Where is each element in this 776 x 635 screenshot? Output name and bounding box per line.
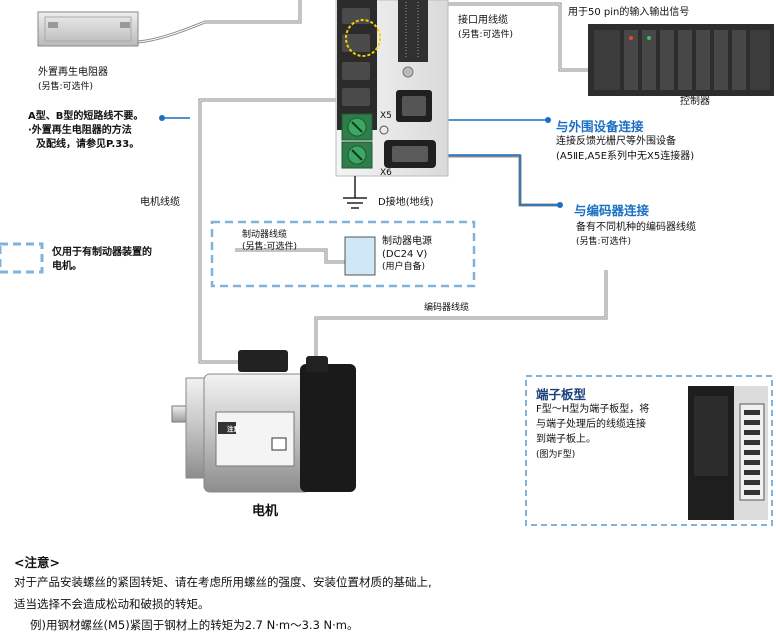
servo-driver-image [335, 0, 449, 177]
brake-only-2: 电机。 [52, 261, 82, 272]
ab-note-3: 及配线，请参见P.33。 [36, 139, 140, 150]
leader-lines [162, 117, 560, 206]
regen-resistor-sub: (另售:可选件) [38, 82, 94, 92]
terminal-desc-1: F型～H型为端子板型，将 [536, 404, 650, 415]
brake-only-1: 仅用于有制动器装置的 [52, 247, 152, 258]
controller-label: 控制器 [680, 96, 710, 107]
encoder-cable [314, 270, 608, 362]
brake-cable-sub: (另售:可选件) [242, 242, 298, 252]
terminal-title: 端子板型 [536, 387, 587, 402]
interface-cable-label: 接口用线缆 [458, 15, 508, 26]
motor-cable-label: 电机线缆 [140, 197, 180, 208]
brake-dashed-box [210, 220, 476, 288]
brake-only-legend-box [0, 242, 44, 274]
brake-power-box [344, 236, 376, 276]
terminal-desc-2: 与端子处理后的线缆连接 [536, 419, 646, 430]
ab-note-1: A型、B型的短路线不要。 [28, 111, 144, 122]
encoder-cable-label: 编码器线缆 [424, 303, 470, 313]
motor-label: 电机 [252, 504, 279, 519]
ab-note-2: ·外置再生电阻器的方法 [28, 125, 132, 136]
regen-cable [137, 0, 302, 44]
ground-symbol [343, 176, 367, 209]
encoder-title: 与编码器连接 [574, 203, 650, 218]
terminal-desc-4: (图为F型) [536, 450, 576, 460]
terminal-desc-3: 到端子板上。 [536, 434, 596, 445]
regen-resistor-label: 外置再生电阻器 [38, 67, 108, 78]
interface-cable-sub: (另售:可选件) [458, 30, 514, 40]
controller-image [588, 24, 774, 96]
x5-label: X5 [380, 111, 392, 121]
encoder-desc-2: (另售:可选件) [576, 237, 632, 247]
terminal-board-image [688, 386, 768, 520]
peripheral-desc-1: 连接反馈光栅尺等外围设备 [556, 136, 676, 147]
x6-label: X6 [380, 168, 392, 178]
brake-cable-label: 制动器线缆 [242, 230, 288, 240]
ground-label: D接地(地线) [378, 197, 434, 208]
notes-line-1: 对于产品安装螺丝的紧固转矩、请在考虑所用螺丝的强度、安装位置材质的基础上, [14, 575, 432, 589]
motor-image [171, 350, 356, 493]
notes-line-2: 适当选择不会造成松动和破损的转矩。 [14, 597, 210, 611]
peripheral-desc-2: (A5ⅡE,A5E系列中无X5连接器) [556, 151, 695, 162]
peripheral-title: 与外围设备连接 [556, 119, 644, 134]
notes-title: <注意> [14, 555, 60, 570]
io-signal-label: 用于50 pin的输入输出信号 [568, 7, 690, 18]
cable-highlights [137, 0, 607, 363]
brake-power-2: (DC24 V) [382, 249, 428, 260]
notes-line-3: 例)用钢材螺丝(M5)紧固于钢材上的转矩为2.7 N·m～3.3 N·m。 [30, 618, 359, 632]
motor-label-tag: 注意 [227, 424, 241, 433]
brake-power-3: (用户自备) [382, 262, 426, 272]
encoder-junction [448, 154, 560, 207]
regen-resistor-image [37, 11, 139, 47]
encoder-desc-1: 备有不同机种的编码器线缆 [576, 222, 696, 233]
brake-power-1: 制动器电源 [382, 236, 432, 247]
